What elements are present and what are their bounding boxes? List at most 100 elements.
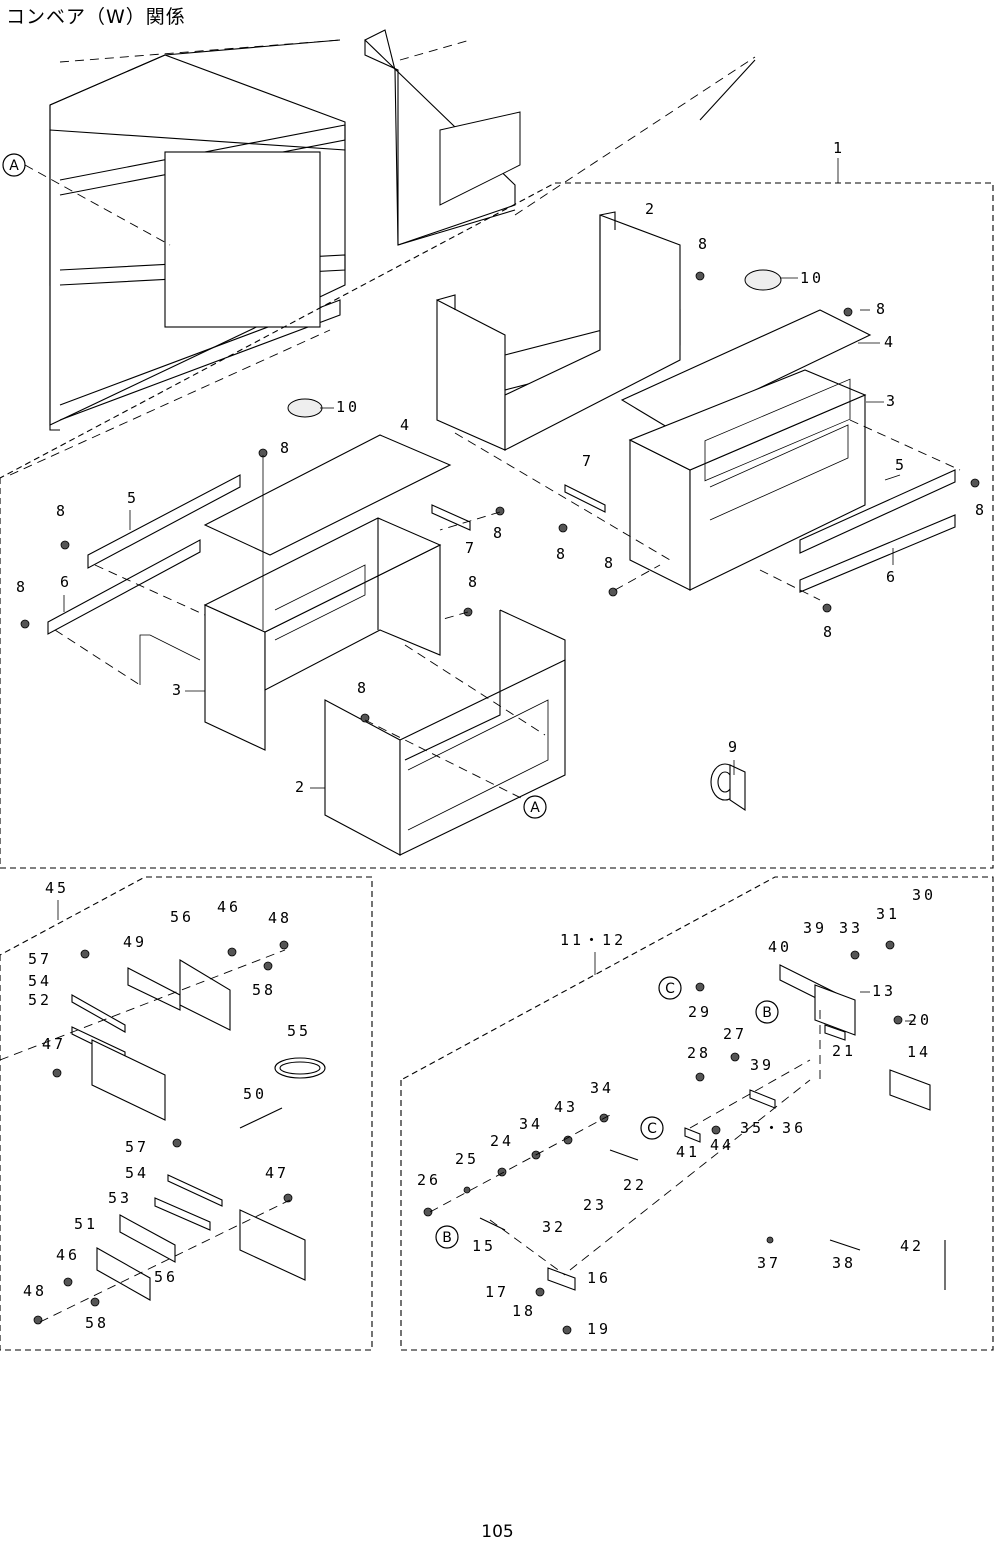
callout-18: 18 bbox=[512, 1302, 536, 1320]
marker-B-upper: B bbox=[756, 1001, 778, 1023]
callout-45: 45 bbox=[45, 879, 69, 897]
callout-47-upper: 47 bbox=[42, 1035, 66, 1053]
callout-8-d: 8 bbox=[823, 623, 835, 641]
svg-text:A: A bbox=[9, 158, 19, 174]
callout-33: 33 bbox=[839, 919, 863, 937]
callout-8-g: 8 bbox=[493, 524, 505, 542]
callout-10-lower: 10 bbox=[336, 398, 360, 416]
callout-50: 50 bbox=[243, 1085, 267, 1103]
callout-24: 24 bbox=[490, 1132, 514, 1150]
callout-40: 40 bbox=[768, 938, 792, 956]
machine-panel-center bbox=[365, 30, 755, 245]
callout-8-e: 8 bbox=[604, 554, 616, 572]
callout-19: 19 bbox=[587, 1320, 611, 1338]
callout-43: 43 bbox=[554, 1098, 578, 1116]
callout-2-lower: 2 bbox=[295, 778, 307, 796]
callout-20: 20 bbox=[908, 1011, 932, 1029]
callout-5-upper: 5 bbox=[895, 456, 907, 474]
callout-5-lower: 5 bbox=[127, 489, 139, 507]
callout-37: 37 bbox=[757, 1254, 781, 1272]
callout-49: 49 bbox=[123, 933, 147, 951]
callout-8-a: 8 bbox=[698, 235, 710, 253]
svg-text:B: B bbox=[762, 1005, 772, 1021]
callout-16: 16 bbox=[587, 1269, 611, 1287]
callout-8-l: 8 bbox=[357, 679, 369, 697]
callout-8-c: 8 bbox=[975, 501, 987, 519]
marker-B-lower: B bbox=[436, 1226, 458, 1248]
callout-46-upper: 46 bbox=[217, 898, 241, 916]
callout-11-12: 11・12 bbox=[560, 931, 626, 949]
callout-4-upper: 4 bbox=[884, 333, 896, 351]
callout-53: 53 bbox=[108, 1189, 132, 1207]
callout-14: 14 bbox=[907, 1043, 931, 1061]
callout-7-lower: 7 bbox=[465, 539, 477, 557]
callout-7-upper: 7 bbox=[582, 452, 594, 470]
callout-58-lower: 58 bbox=[85, 1314, 109, 1332]
callout-2-upper: 2 bbox=[645, 200, 657, 218]
callout-26: 26 bbox=[417, 1171, 441, 1189]
bar-7-upper bbox=[565, 485, 605, 512]
svg-text:B: B bbox=[442, 1230, 452, 1246]
callout-3-lower: 3 bbox=[172, 681, 184, 699]
callout-39-upper: 39 bbox=[803, 919, 827, 937]
tape-9 bbox=[711, 764, 745, 810]
svg-text:C: C bbox=[665, 981, 675, 997]
callout-8-j: 8 bbox=[56, 502, 68, 520]
marker-A-bottom: A bbox=[524, 796, 546, 818]
callout-52: 52 bbox=[28, 991, 52, 1009]
callout-23: 23 bbox=[583, 1196, 607, 1214]
assembly-11-12-outline bbox=[401, 877, 993, 1350]
callout-6-lower: 6 bbox=[60, 573, 72, 591]
callout-17: 17 bbox=[485, 1283, 509, 1301]
callout-56-upper: 56 bbox=[170, 908, 194, 926]
callout-4-lower: 4 bbox=[400, 416, 412, 434]
assembly-45-outline bbox=[0, 877, 372, 1350]
callout-39-lower: 39 bbox=[750, 1056, 774, 1074]
callout-44: 44 bbox=[710, 1136, 734, 1154]
callout-57-lower: 57 bbox=[125, 1138, 149, 1156]
callout-54-upper: 54 bbox=[28, 972, 52, 990]
callout-41: 41 bbox=[676, 1143, 700, 1161]
cabinet-3-lower bbox=[205, 518, 440, 750]
callout-28: 28 bbox=[687, 1044, 711, 1062]
callout-8-i: 8 bbox=[280, 439, 292, 457]
bracket-2-lower bbox=[325, 610, 565, 855]
callout-35-36: 35・36 bbox=[740, 1119, 806, 1137]
callout-31: 31 bbox=[876, 905, 900, 923]
bracket-2-upper bbox=[437, 212, 680, 450]
callout-10-upper: 10 bbox=[800, 269, 824, 287]
callout-29: 29 bbox=[688, 1003, 712, 1021]
callout-15: 15 bbox=[472, 1237, 496, 1255]
callout-42: 42 bbox=[900, 1237, 924, 1255]
svg-text:A: A bbox=[530, 800, 540, 816]
callout-30: 30 bbox=[912, 886, 936, 904]
callout-25: 25 bbox=[455, 1150, 479, 1168]
marker-C-lower: C bbox=[641, 1117, 663, 1139]
callout-1: 1 bbox=[833, 139, 845, 157]
callout-54-lower: 54 bbox=[125, 1164, 149, 1182]
callout-34-upper: 34 bbox=[590, 1079, 614, 1097]
callout-6-upper: 6 bbox=[886, 568, 898, 586]
callout-57-upper: 57 bbox=[28, 950, 52, 968]
callout-32: 32 bbox=[542, 1218, 566, 1236]
callout-8-f: 8 bbox=[556, 545, 568, 563]
callout-55: 55 bbox=[287, 1022, 311, 1040]
callout-22: 22 bbox=[623, 1176, 647, 1194]
label-10-lower bbox=[288, 399, 322, 417]
callout-9: 9 bbox=[728, 738, 740, 756]
callout-51: 51 bbox=[74, 1215, 98, 1233]
marker-C-upper: C bbox=[659, 977, 681, 999]
callout-46-lower: 46 bbox=[56, 1246, 80, 1264]
callout-27: 27 bbox=[723, 1025, 747, 1043]
svg-text:C: C bbox=[647, 1121, 657, 1137]
callout-13: 13 bbox=[872, 982, 896, 1000]
callout-8-k: 8 bbox=[16, 578, 28, 596]
callout-47-lower: 47 bbox=[265, 1164, 289, 1182]
marker-A-top: A bbox=[3, 154, 25, 176]
callout-58-upper: 58 bbox=[252, 981, 276, 999]
callout-8-h: 8 bbox=[468, 573, 480, 591]
callout-34-lower: 34 bbox=[519, 1115, 543, 1133]
callout-8-b: 8 bbox=[876, 300, 888, 318]
callout-48-upper: 48 bbox=[268, 909, 292, 927]
